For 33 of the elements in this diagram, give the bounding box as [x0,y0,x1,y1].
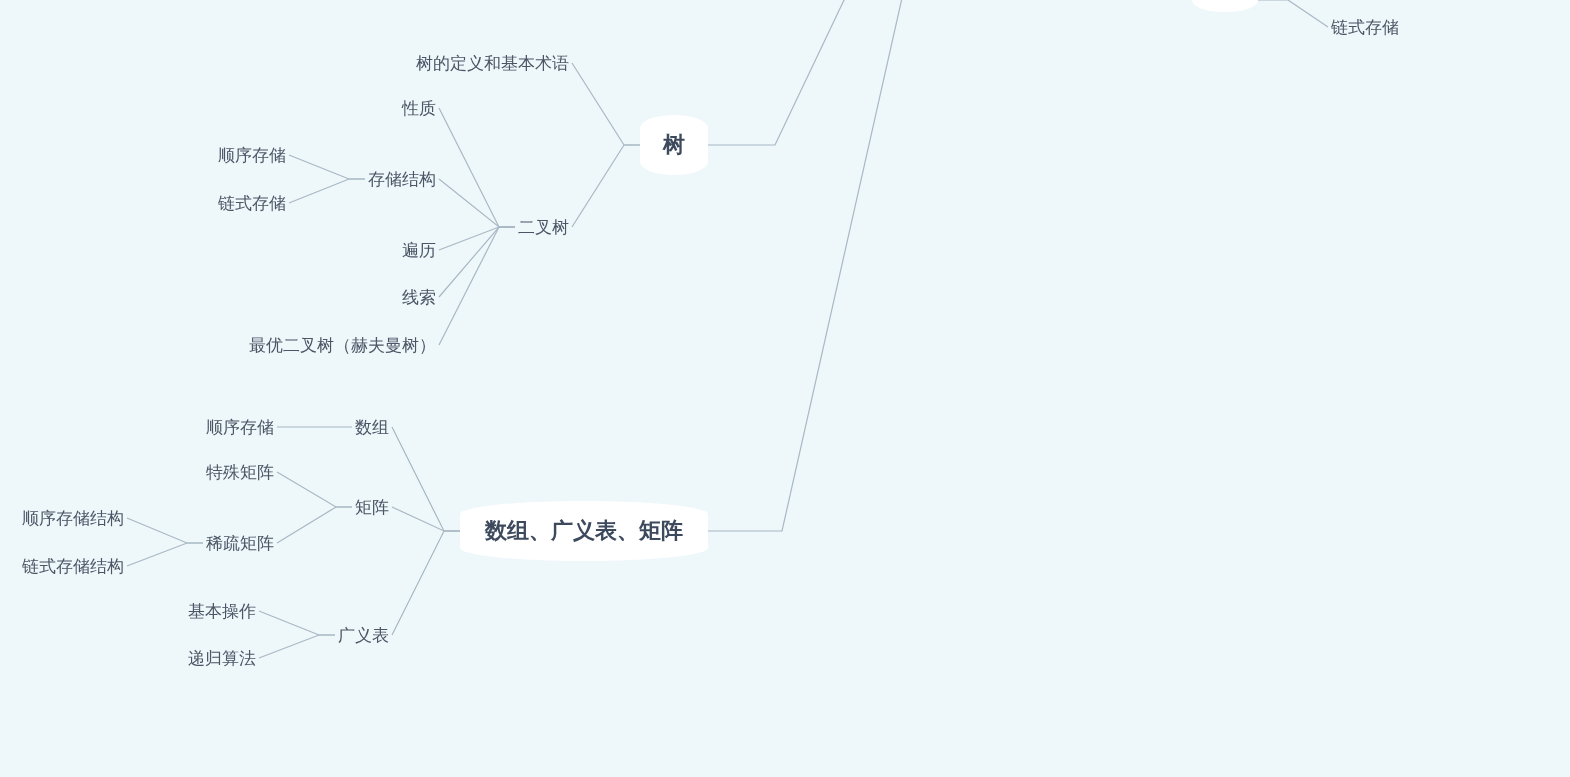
topic-label: 线索 [399,285,439,309]
connector-line [1257,0,1329,28]
connector-line [276,426,353,428]
topic-label: 稀疏矩阵 [203,531,277,555]
connector-line [258,634,336,659]
connector-line [391,530,461,636]
topic-label: 基本操作 [185,599,259,623]
topic-label: 性质 [399,96,439,120]
connector-line [438,226,516,346]
connector-line [288,178,366,204]
topic-label: 树的定义和基本术语 [413,51,572,75]
connector-line [276,506,353,544]
topic-label: 最优二叉树（赫夫曼树） [246,333,439,357]
connector-line [707,0,903,532]
topic-label: 链式存储结构 [19,554,127,578]
topic-label: 矩阵 [352,495,392,519]
topic-label: 特殊矩阵 [203,460,277,484]
topic-bubble: 树 [640,115,708,175]
topic-label: 顺序存储 [203,415,277,439]
topic-bubble: 数组、广义表、矩阵 [460,501,708,561]
topic-label: 递归算法 [185,646,259,670]
connector-line [707,0,846,146]
topic-label: 顺序存储 [215,143,289,167]
topic-label: 遍历 [399,238,439,262]
topic-label: 数组 [352,415,392,439]
topic-label: 链式存储 [1328,15,1402,39]
topic-label: 广义表 [335,623,392,647]
connector-line [126,542,204,567]
topic-label: 存储结构 [365,167,439,191]
connector-line [571,144,641,228]
topic-label: 顺序存储结构 [19,506,127,530]
topic-label: 链式存储 [215,191,289,215]
topic-label: 二叉树 [515,215,572,239]
